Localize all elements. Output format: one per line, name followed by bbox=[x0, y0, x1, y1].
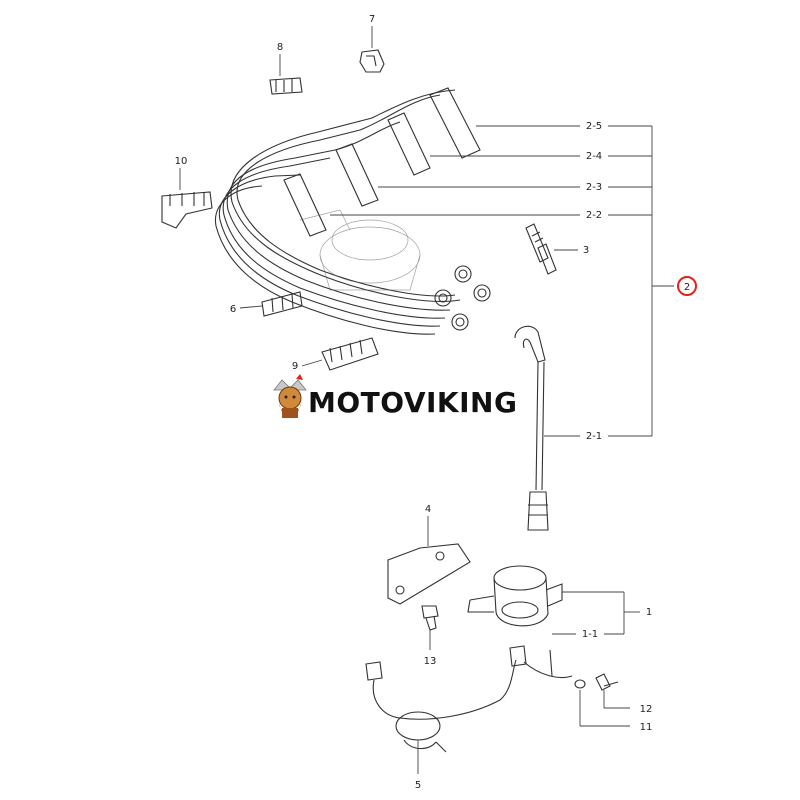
brand-banner: MOTOVIKING bbox=[262, 374, 534, 422]
leader-lines bbox=[179, 26, 674, 774]
callout-10: 10 bbox=[175, 156, 188, 167]
highlight-ring-2 bbox=[677, 276, 697, 296]
callout-6: 6 bbox=[230, 304, 236, 315]
callout-2-5: 2-5 bbox=[586, 121, 602, 132]
callout-2: 2 bbox=[684, 282, 690, 293]
clip-part-8 bbox=[269, 77, 303, 95]
callout-11: 11 bbox=[640, 722, 653, 733]
callout-9: 9 bbox=[292, 361, 298, 372]
callout-5: 5 bbox=[415, 780, 421, 791]
clip-part-6 bbox=[261, 291, 303, 317]
spark-plug-part-3 bbox=[525, 223, 557, 275]
callout-2-4: 2-4 bbox=[586, 151, 602, 162]
washer-part-11 bbox=[574, 679, 586, 689]
coil-lead-part-2-1 bbox=[514, 325, 549, 531]
callout-8: 8 bbox=[277, 42, 283, 53]
callout-labels: 7 8 10 6 9 2-5 2-4 2-3 2-2 3 2-1 2 4 1 1… bbox=[175, 14, 697, 791]
ignition-coil-part-1 bbox=[467, 565, 563, 627]
bolt-part-13 bbox=[421, 605, 439, 631]
brand-name: MOTOVIKING bbox=[308, 386, 517, 419]
holder-part-10 bbox=[161, 191, 213, 229]
callout-13: 13 bbox=[424, 656, 437, 667]
callout-3: 3 bbox=[583, 245, 589, 256]
coil-harness-part-5 bbox=[365, 645, 573, 753]
bolt-part-12 bbox=[595, 673, 619, 691]
callout-2-2: 2-2 bbox=[586, 210, 602, 221]
clip-part-7 bbox=[359, 49, 385, 73]
callout-12: 12 bbox=[640, 704, 653, 715]
callout-1: 1 bbox=[646, 607, 652, 618]
callout-4: 4 bbox=[425, 504, 431, 515]
callout-1-1: 1-1 bbox=[582, 629, 598, 640]
callout-2-3: 2-3 bbox=[586, 182, 602, 193]
ignition-wire-set bbox=[214, 87, 491, 335]
viking-mascot-icon bbox=[273, 374, 307, 418]
callout-7: 7 bbox=[369, 14, 375, 25]
callout-2-1: 2-1 bbox=[586, 431, 602, 442]
separator-part-9 bbox=[321, 337, 379, 371]
bracket-part-4 bbox=[387, 543, 471, 605]
